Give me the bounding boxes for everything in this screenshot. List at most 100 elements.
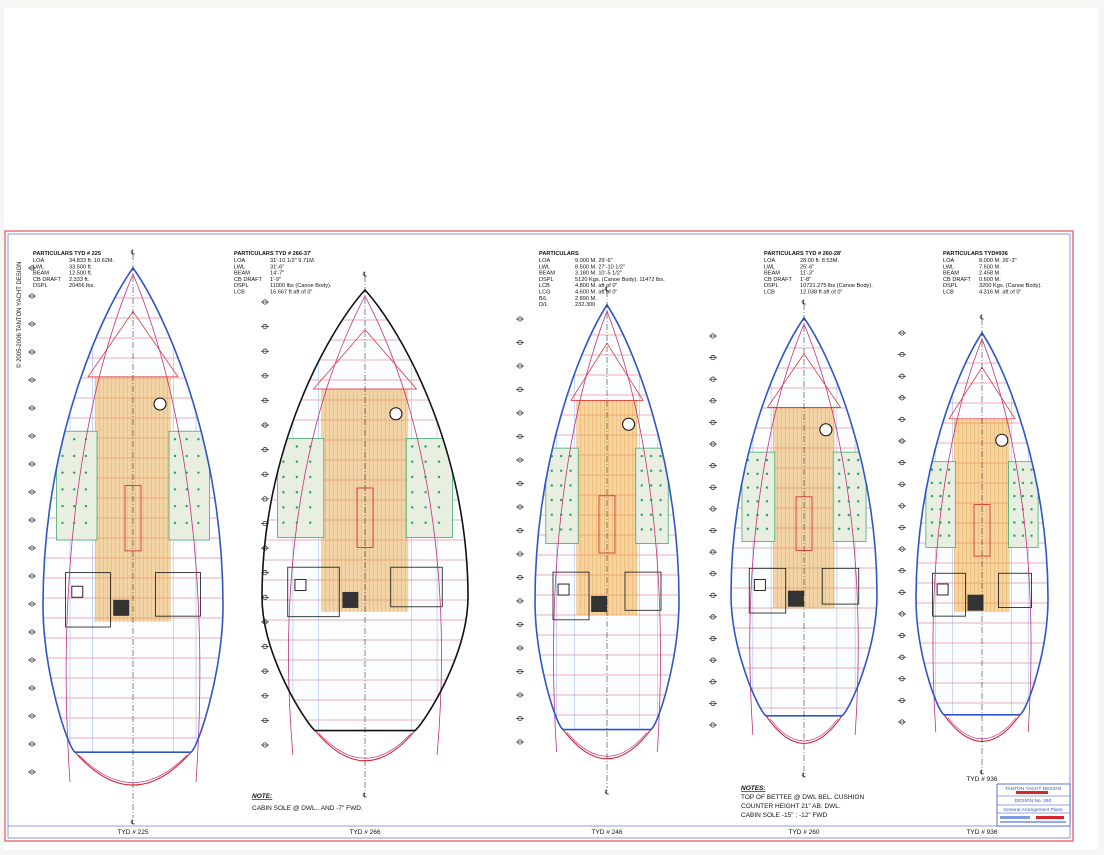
head-toilet-icon [153, 397, 167, 411]
cushion-dot [559, 528, 563, 531]
cushion-dot [61, 471, 64, 474]
cushion-dot [173, 438, 177, 441]
cushion-dot [939, 468, 942, 471]
particulars-key: LCG [539, 290, 551, 296]
settee-berth [545, 447, 579, 544]
cushion-dot [765, 486, 769, 489]
cushion-dot [659, 454, 662, 458]
hull-outline [534, 303, 680, 731]
stern-inner [769, 718, 839, 742]
particulars-value: 31'-6" [270, 264, 284, 270]
cushion-dot [659, 513, 662, 517]
particulars-value: 12.038 ft aft of 0" [800, 290, 842, 296]
cushion-dot [947, 468, 951, 471]
cushion-dot [856, 500, 860, 503]
cushion-dot [856, 486, 860, 489]
galley-counter [287, 566, 340, 618]
cushion-dot [1013, 494, 1016, 498]
settee-berth [1008, 461, 1039, 548]
cushion-dot [1013, 468, 1016, 471]
cushion-dot [947, 494, 951, 498]
cushion-dot [559, 469, 563, 472]
companionway-steps [591, 595, 608, 612]
centerline-mark: ℄ [801, 299, 807, 306]
note-left: NOTE: CABIN SOLE @ DWL.. AND -7" FWD. [252, 793, 363, 812]
cushion-dot [746, 500, 750, 503]
cushion-dot [73, 471, 76, 474]
centerline-mark: ℄ [604, 789, 610, 796]
cushion-dot [930, 481, 934, 485]
settee-berth [635, 447, 669, 544]
centerline-mark: ℄ [130, 819, 136, 826]
cushion-dot [1030, 508, 1033, 511]
plan-label: TYD # 266 [349, 829, 380, 836]
settee-berth [925, 461, 956, 548]
cushion-dot [1030, 468, 1033, 471]
cushion-dot [61, 504, 64, 508]
cushion-dot [569, 454, 572, 458]
cushion-dot [939, 481, 942, 485]
cushion-dot [765, 500, 769, 503]
cushion-dot [649, 469, 653, 472]
particulars-key: BEAM [764, 271, 780, 277]
cushion-dot [765, 472, 769, 476]
cushion-dot [309, 521, 312, 524]
cabin-sole [954, 418, 1010, 612]
title-block-logo [1016, 791, 1048, 794]
particulars-key: LWL [764, 264, 775, 270]
sheer-line [749, 323, 859, 736]
cushion-dot [765, 458, 769, 462]
cushion-dot [411, 445, 414, 448]
cushion-dot [411, 506, 414, 509]
particulars-value: 5120 Kgs. (Canoe Body). 11472 lbs. [575, 277, 665, 283]
sheer-line [553, 310, 661, 753]
particulars-key: CB DRAFT [33, 277, 62, 283]
settee-berth [832, 451, 867, 542]
cushion-dot [569, 469, 572, 472]
cushion-dot [1013, 534, 1016, 537]
particulars-heading: PARTICULARS TYD # 225 [33, 251, 101, 257]
stove-icon [294, 579, 307, 592]
settee-berth [277, 438, 325, 538]
cushion-dot [838, 513, 841, 517]
cushion-dot [765, 513, 769, 517]
head-toilet-icon [622, 417, 636, 431]
note-left-title: NOTE: [252, 793, 272, 800]
particulars-heading: PARTICULARS TYD # 266-37' [234, 251, 312, 257]
centerline-mark: ℄ [979, 314, 985, 321]
cushion-dot [930, 534, 934, 537]
cushion-dot [185, 504, 188, 508]
particulars-key: CB DRAFT [234, 277, 263, 283]
particulars-value: 20456 lbs. [69, 283, 95, 289]
cushion-dot [756, 472, 759, 476]
cushion-dot [930, 521, 934, 524]
cushion-dot [640, 484, 643, 487]
cushion-dot [640, 469, 643, 472]
cushion-dot [282, 521, 285, 524]
cushion-dot [73, 504, 76, 508]
cushion-dot [838, 500, 841, 503]
companionway-steps [113, 599, 130, 616]
particulars-value: 4.316 M. aft of 0" [979, 290, 1021, 296]
companionway-steps [342, 591, 359, 608]
particulars-value: 25'-6" [800, 264, 814, 270]
cushion-dot [659, 469, 662, 472]
head-toilet-icon [389, 407, 403, 421]
centerline-mark: ℄ [979, 769, 985, 776]
cushion-dot [1030, 481, 1033, 485]
cushion-dot [746, 513, 750, 517]
cushion-dot [1030, 521, 1033, 524]
sheet-border-outer [4, 230, 1074, 842]
v-berth [570, 342, 644, 401]
cushion-dot [73, 438, 76, 441]
cushion-dot [73, 488, 76, 491]
particulars-value: 2.890 M. [575, 296, 597, 302]
head-toilet-icon [819, 423, 833, 437]
cushion-dot [559, 454, 563, 458]
particulars-key: LCB [943, 290, 954, 296]
cushion-dot [1013, 481, 1016, 485]
cushion-dot [197, 488, 200, 491]
